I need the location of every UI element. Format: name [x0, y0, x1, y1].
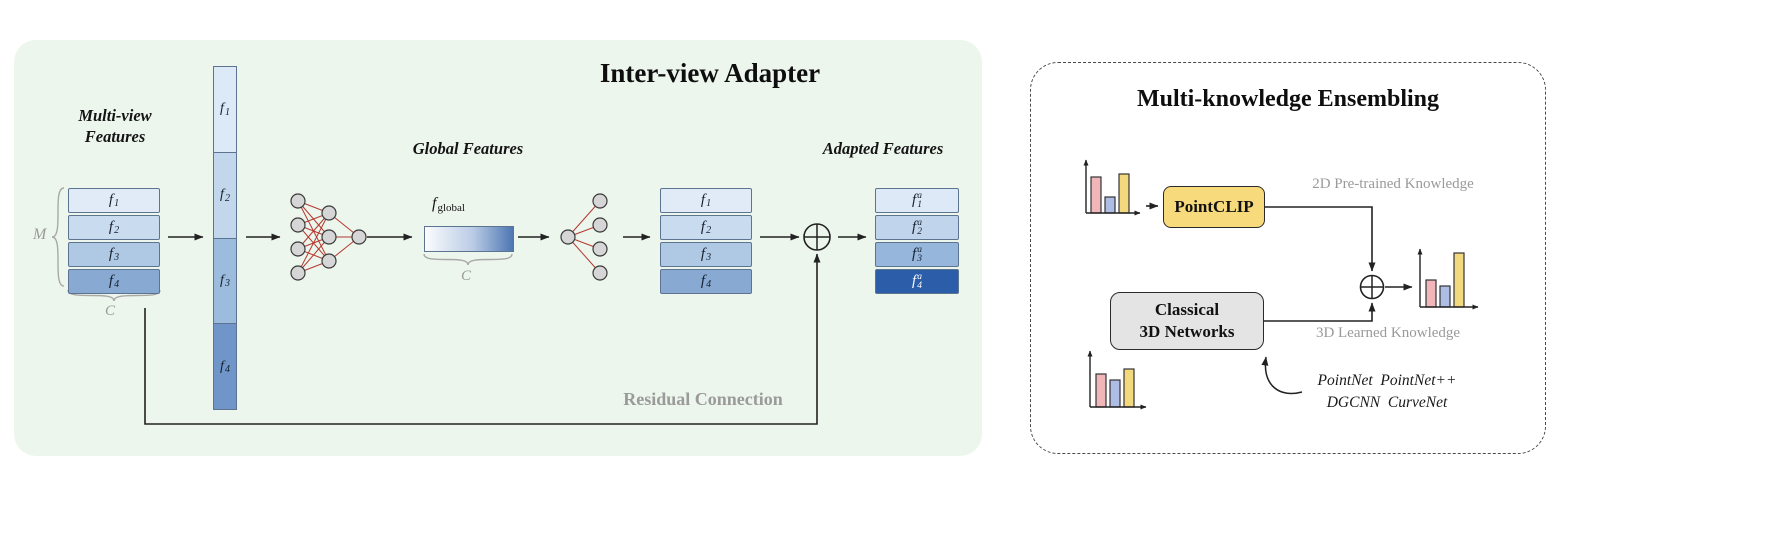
multiview-label-line1: Multi-view [78, 106, 152, 125]
global-feature-bar [424, 226, 514, 252]
c-dimension-label-global: C [461, 268, 472, 284]
c-dimension-label-stack: C [105, 303, 116, 319]
classical-3d-networks-box: Classical 3D Networks [1110, 292, 1264, 350]
classical-label-line1: Classical [1154, 299, 1220, 319]
networks-line1: PointNet PointNet++ [1317, 372, 1457, 389]
multiview-features-label: Multi-view Features [48, 106, 182, 147]
m-dimension-label: M [33, 226, 47, 243]
adapted-features-label: Adapted Features [822, 139, 944, 158]
pointclip-box: PointCLIP [1163, 186, 1265, 228]
multiview-label-line2: Features [84, 126, 146, 146]
knowledge-3d-label: 3D Learned Knowledge [1315, 325, 1461, 341]
classical-label-line2: 3D Networks [1139, 322, 1235, 341]
networks-line2: DGCNN CurveNet [1326, 394, 1448, 412]
knowledge-2d-label: 2D Pre-trained Knowledge [1312, 176, 1474, 192]
f-global-label: fglobal [432, 195, 465, 214]
global-features-label: Global Features [412, 139, 524, 158]
multi-knowledge-title: Multi-knowledge Ensembling [1136, 86, 1440, 112]
inter-view-adapter-title: Inter-view Adapter [599, 58, 821, 88]
residual-connection-label: Residual Connection [623, 389, 783, 409]
networks-list-label: PointNet PointNet++ DGCNN CurveNet [1292, 370, 1482, 415]
pointclip-label: PointCLIP [1174, 197, 1254, 216]
